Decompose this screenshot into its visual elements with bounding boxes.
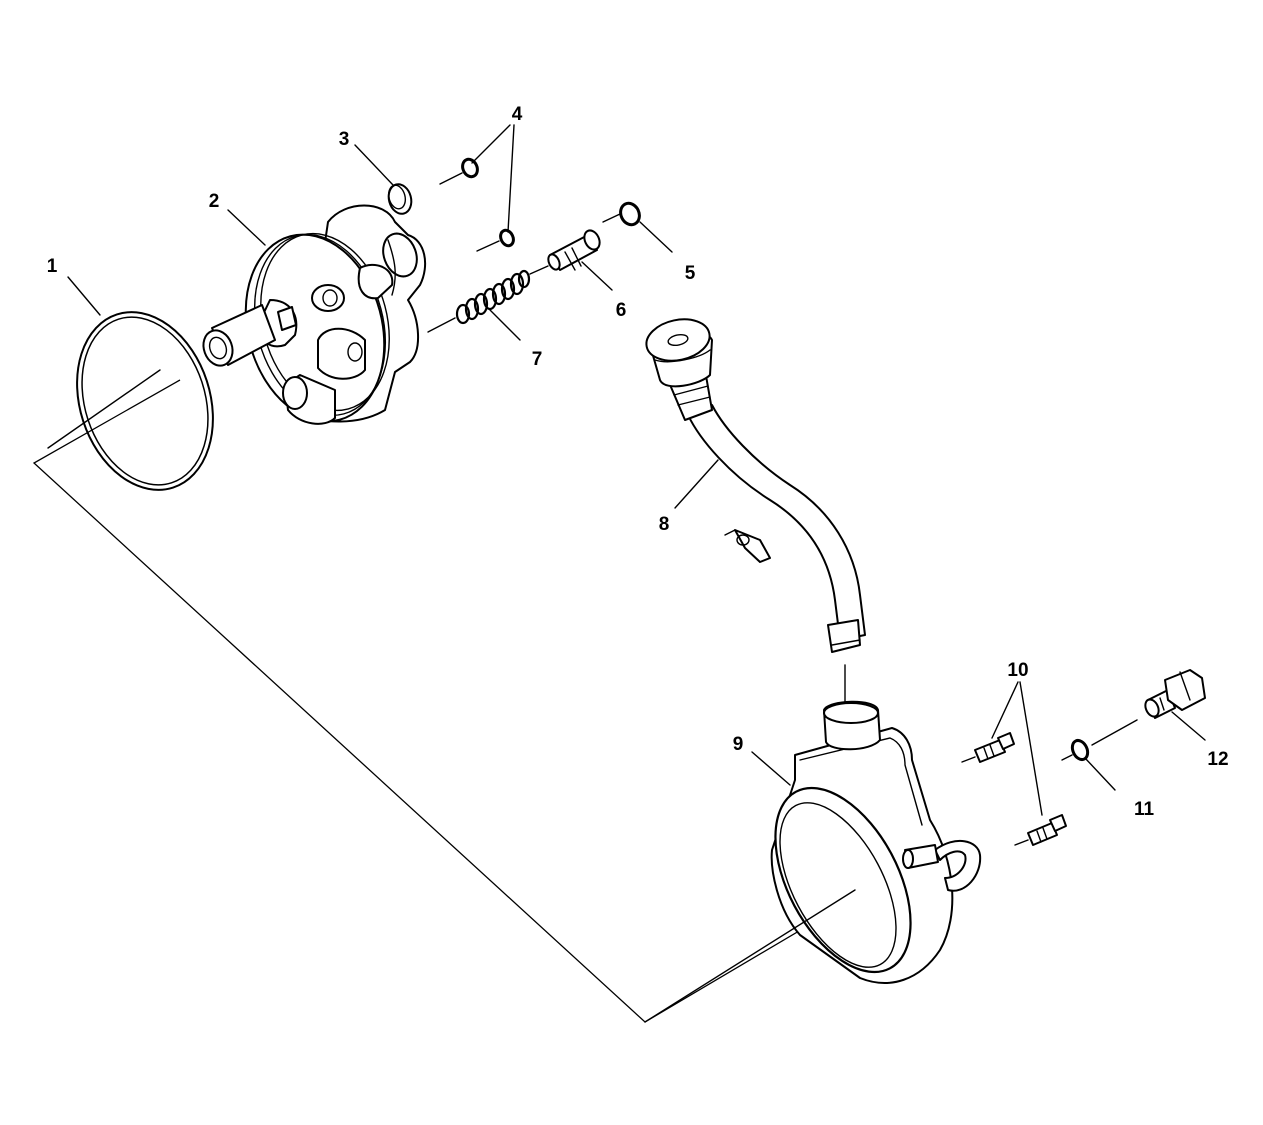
reservoir	[770, 700, 982, 984]
pump-body	[202, 204, 427, 425]
callout-1: 1	[47, 256, 58, 277]
leader-lines	[47, 124, 1206, 1023]
callout-9: 9	[733, 734, 744, 755]
callout-8: 8	[659, 514, 670, 535]
fitting	[1144, 669, 1206, 719]
callout-2: 2	[209, 191, 220, 212]
callout-11: 11	[1134, 799, 1155, 820]
callout-5: 5	[685, 263, 696, 284]
callout-labels: 1 2 3 4 5 6 7 8 9 10 11 12	[47, 104, 1229, 820]
callout-10: 10	[1007, 660, 1028, 681]
o-rings-small	[439, 157, 515, 252]
assembly-bracket-line	[32, 379, 861, 1023]
callout-4: 4	[512, 104, 523, 125]
callout-3: 3	[339, 129, 350, 150]
o-ring-large	[76, 311, 214, 491]
spring	[427, 265, 549, 333]
plug	[387, 183, 413, 215]
flow-control-valve	[547, 229, 601, 271]
callout-12: 12	[1207, 749, 1228, 770]
filler-neck-cap	[645, 318, 866, 653]
callout-6: 6	[616, 300, 627, 321]
o-ring-fitting	[1061, 719, 1138, 762]
o-ring-valve	[602, 201, 641, 227]
callout-7: 7	[532, 349, 543, 370]
studs	[961, 732, 1067, 846]
